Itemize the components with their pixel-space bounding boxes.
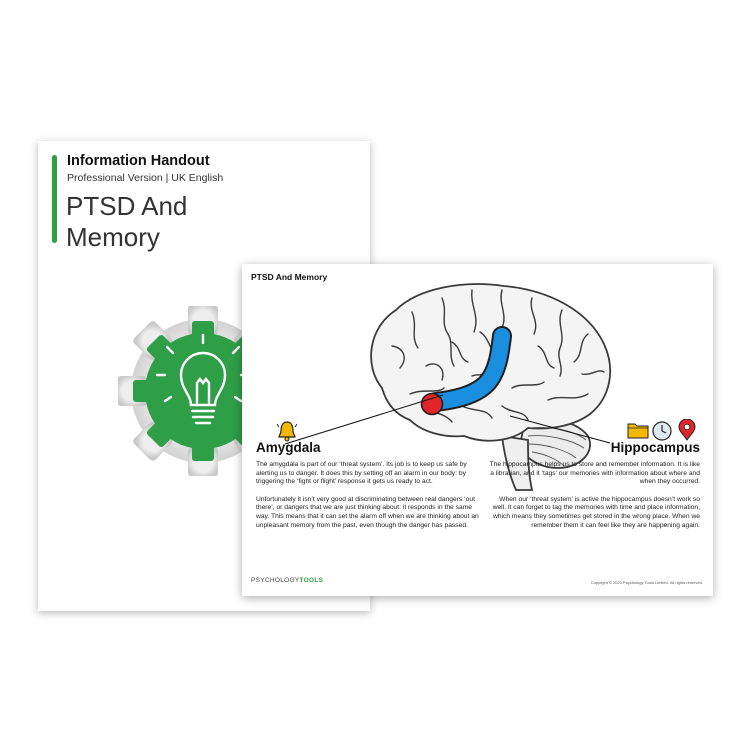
page-title: PTSD And Memory [251,272,328,282]
amygdala-paragraph-2: Unfortunately it isn’t very good at disc… [256,495,479,529]
hippocampus-text: The hippocampus helps us to store and re… [485,461,700,539]
location-pin-icon [678,419,696,441]
hippocampus-icons [627,419,696,441]
cover-subtitle: Professional Version | UK English [67,172,224,184]
copyright-notice: Copyright © 2021 Psychology Tools Limite… [590,580,703,585]
amygdala-text: The amygdala is part of our ‘threat syst… [256,461,486,539]
hippocampus-heading: Hippocampus [610,440,700,455]
cover-accent-bar [52,155,57,243]
folder-icon [627,423,649,439]
brand-logo: PSYCHOLOGYTOOLS [251,577,323,584]
cover-title: Information Handout [67,153,210,169]
handout-page: PTSD And Memory [242,264,713,596]
clock-icon [652,421,672,441]
brand-logo-part-2: TOOLS [299,577,324,584]
hippocampus-paragraph-1: The hippocampus helps us to store and re… [489,461,700,486]
hippocampus-paragraph-2: When our ‘threat system’ is active the h… [492,495,700,529]
bell-icon [276,421,298,442]
cover-heading-line1: PTSD And [66,191,188,221]
cover-heading-line2: Memory [66,222,160,252]
brand-logo-part-1: PSYCHOLOGY [251,577,300,584]
amygdala-heading: Amygdala [256,440,321,455]
amygdala-paragraph-1: The amygdala is part of our ‘threat syst… [256,461,467,486]
cover-heading: PTSD And Memory [66,191,266,253]
